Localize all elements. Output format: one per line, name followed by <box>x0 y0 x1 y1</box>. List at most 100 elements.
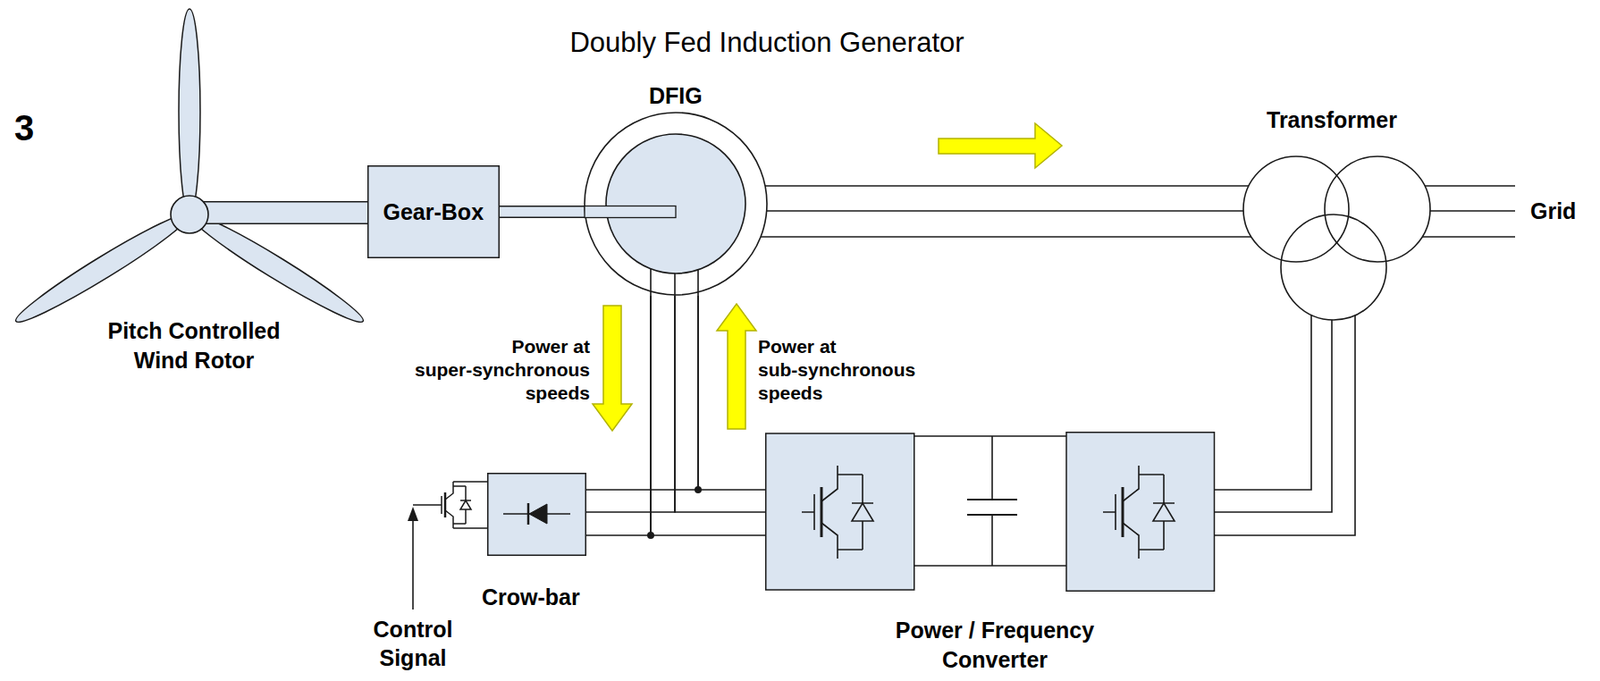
power-flow-label: Power at super-synchronous speeds <box>402 335 590 405</box>
diode-bar <box>527 503 531 525</box>
word: Transformer <box>1266 107 1398 133</box>
wire <box>760 235 1252 238</box>
stator-circle <box>584 112 767 295</box>
word: speeds <box>525 382 590 404</box>
word: Control <box>373 616 454 642</box>
box-outline <box>368 166 500 259</box>
winding-circle <box>1280 214 1387 320</box>
winding-circle <box>1324 156 1431 262</box>
crowbar-box: Crow-bar <box>487 472 587 556</box>
grid-wires <box>1422 185 1516 237</box>
word: at <box>819 336 837 357</box>
word: sub-synchronous <box>757 359 916 380</box>
wire <box>1214 315 1356 536</box>
word: Doubly <box>569 26 657 59</box>
callout-number: 3 <box>14 106 34 150</box>
wire <box>586 295 699 490</box>
label-wrap: Control Signal <box>0 0 103 58</box>
wire <box>765 185 1249 187</box>
power-flow-arrow <box>716 303 757 430</box>
wire-bundle <box>586 295 699 536</box>
box-outline <box>488 473 587 556</box>
dc-link <box>913 436 1067 566</box>
word: Signal <box>378 645 447 671</box>
crowbar-wires <box>412 481 488 529</box>
rotor-blade <box>178 8 201 215</box>
grid-label: Grid <box>1530 196 1576 227</box>
wire <box>1214 314 1312 490</box>
word: / <box>968 617 976 643</box>
drive-shaft <box>189 212 368 214</box>
igbt-gate <box>801 494 815 531</box>
node-shape <box>765 431 1215 592</box>
igbt-leads <box>445 481 472 529</box>
converter-group: Power / Frequency Converter <box>765 431 1215 592</box>
word: Induction <box>719 26 833 59</box>
word: Wind <box>134 347 189 373</box>
converter-label: Power / Frequency Converter <box>883 615 1107 675</box>
label-wrap: Power at sub-synchronous speeds <box>0 0 188 70</box>
gear-box: Gear-Box <box>367 165 500 259</box>
wire <box>1214 320 1332 513</box>
word: Controlled <box>168 318 281 344</box>
word: Gear-Box <box>383 199 485 225</box>
word: Power <box>895 617 963 643</box>
word: Power <box>757 336 815 357</box>
power-flow-label: Power at sub-synchronous speeds <box>757 335 946 405</box>
word: Pitch <box>107 318 162 344</box>
wire <box>650 295 766 536</box>
word: Rotor <box>194 347 255 373</box>
word: Crow-bar <box>481 584 581 610</box>
igbt-channel <box>444 492 447 518</box>
control-arrow-head <box>407 506 419 522</box>
rotor-label: Pitch Controlled Wind Rotor <box>98 316 291 376</box>
power-flow-arrow <box>938 123 1062 169</box>
shaft-end <box>584 206 676 219</box>
word: Fed <box>664 26 712 59</box>
word: Frequency <box>981 617 1095 643</box>
igbt-channel <box>820 487 824 538</box>
igbt-channel <box>1121 487 1125 538</box>
igbt-gate <box>1103 494 1116 531</box>
wire <box>698 295 766 490</box>
title-wrap: Doubly Fed Induction Generator <box>0 0 395 36</box>
word: 3 <box>14 108 34 148</box>
node-shape <box>583 111 768 296</box>
converter-box <box>766 433 915 590</box>
igbt-symbol <box>801 465 874 559</box>
rotor-blade <box>10 205 196 331</box>
word: speeds <box>757 382 823 404</box>
wire <box>586 295 675 513</box>
diode-symbol <box>851 503 874 522</box>
rotor-blades <box>10 8 370 331</box>
box-label: Gear-Box <box>383 197 485 228</box>
diode-symbol <box>460 500 472 510</box>
rotor-circle <box>606 134 746 274</box>
word: super-synchronous <box>414 359 590 380</box>
wind-rotor: Pitch Controlled Wind Rotor <box>169 194 210 235</box>
igbt-symbol <box>1103 465 1175 559</box>
diode-symbol <box>1153 503 1175 522</box>
wire-bundle <box>650 295 766 536</box>
generator-circle: DFIG <box>583 111 768 296</box>
machine-label: DFIG <box>648 81 703 111</box>
igbt-gate <box>435 496 442 514</box>
node-shape <box>487 472 587 556</box>
rotor-hub <box>170 195 209 234</box>
control-arrow <box>412 520 414 610</box>
wire-bundle <box>760 185 1252 237</box>
wire-bundle <box>1214 314 1356 536</box>
converter-box <box>1066 432 1215 592</box>
signal-label: Control Signal <box>362 614 465 673</box>
node-shape <box>1243 156 1431 320</box>
word: Grid <box>1530 198 1576 224</box>
power-flow-arrow <box>592 305 632 431</box>
shaft-body <box>499 207 585 218</box>
word: Generator <box>839 26 965 59</box>
diagram-title: Doubly Fed Induction Generator <box>569 25 964 61</box>
diode-symbol <box>529 504 548 524</box>
word: Power <box>511 336 568 357</box>
label-wrap: Power at super-synchronous speeds <box>0 0 188 70</box>
shaft-outline <box>189 201 368 225</box>
wire <box>586 295 651 536</box>
